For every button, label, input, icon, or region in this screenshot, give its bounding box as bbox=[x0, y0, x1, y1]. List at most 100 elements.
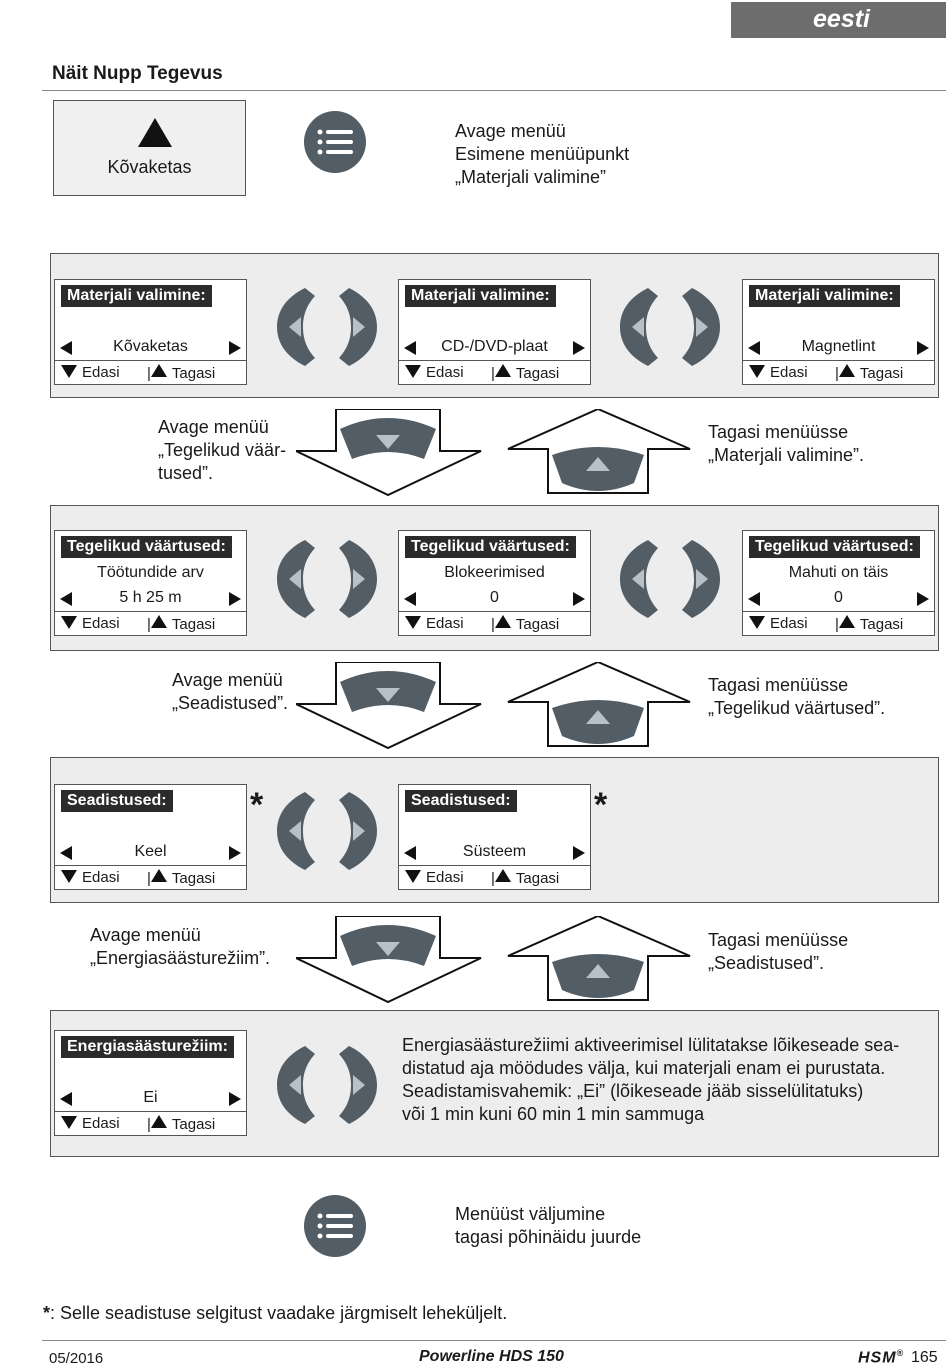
left-arrow-button-icon[interactable] bbox=[620, 538, 670, 620]
triangle-up-icon bbox=[150, 869, 167, 882]
tagasi-label: Tagasi bbox=[171, 616, 216, 633]
right-arrow-button-icon[interactable] bbox=[670, 538, 720, 620]
lcd-header: Seadistused: bbox=[405, 790, 517, 812]
edasi-label: Edasi bbox=[426, 869, 464, 886]
edasi-label: Edasi bbox=[770, 615, 808, 632]
left-right-buttons bbox=[277, 538, 377, 625]
intro-line: Avage menüü bbox=[455, 121, 566, 141]
menu-button-icon[interactable] bbox=[303, 110, 367, 174]
lcd-header: Materjali valimine: bbox=[61, 285, 212, 307]
left-arrow-button-icon[interactable] bbox=[277, 790, 327, 872]
transition-text-open: Avage menüü „Seadistused”. bbox=[172, 669, 288, 715]
tagasi-label: Tagasi bbox=[171, 1116, 216, 1133]
triangle-down-icon bbox=[61, 1116, 77, 1129]
lcd-line-2: Keel bbox=[134, 843, 167, 860]
right-arrow-button-icon[interactable] bbox=[327, 1044, 377, 1126]
left-arrow-button-icon[interactable] bbox=[277, 286, 327, 368]
tagasi-label: Tagasi bbox=[859, 616, 904, 633]
lcd-header: Tegelikud väärtused: bbox=[405, 536, 576, 558]
footer-divider bbox=[42, 1340, 946, 1341]
edasi-label: Edasi bbox=[82, 364, 120, 381]
lcd-footer: Edasi|Tagasi bbox=[399, 360, 590, 384]
lcd-footer: Edasi|Tagasi bbox=[55, 360, 246, 384]
edasi-label: Edasi bbox=[426, 615, 464, 632]
intro-text: Avage menüü Esimene menüüpunkt „Materjal… bbox=[455, 120, 629, 189]
lcd-header: Energiasäästurežiim: bbox=[61, 1036, 234, 1058]
right-arrow-button-icon[interactable] bbox=[327, 538, 377, 620]
down-arrow-button-icon[interactable] bbox=[340, 920, 436, 966]
transition-text-back: Tagasi menüüsse „Materjali valimine”. bbox=[708, 421, 864, 467]
footnote-star: * bbox=[250, 786, 264, 824]
lcd-footer: Edasi|Tagasi bbox=[55, 611, 246, 635]
separator: | bbox=[147, 870, 151, 887]
text-line: Tagasi menüüsse bbox=[708, 675, 849, 695]
lcd-line-2: CD-/DVD-plaat bbox=[441, 338, 548, 355]
text-line: Seadistamisvahemik: „Ei” (lõikeseade jää… bbox=[402, 1081, 864, 1101]
up-arrow-button-icon[interactable] bbox=[552, 704, 644, 744]
lcd-header: Tegelikud väärtused: bbox=[749, 536, 920, 558]
triangle-right-icon bbox=[917, 341, 929, 355]
triangle-up-icon bbox=[150, 1115, 167, 1128]
triangle-down-icon bbox=[405, 365, 421, 378]
energy-description: Energiasäästurežiimi aktiveerimisel lüli… bbox=[402, 1034, 899, 1126]
up-arrow-button-icon[interactable] bbox=[552, 958, 644, 998]
intro-line: „Materjali valimine” bbox=[455, 167, 607, 187]
down-arrow-button-icon[interactable] bbox=[340, 413, 436, 459]
lcd-line-2: Magnetlint bbox=[801, 338, 876, 355]
separator: | bbox=[491, 365, 495, 382]
triangle-up-icon bbox=[150, 615, 167, 628]
lcd-line-2: Ei bbox=[143, 1089, 158, 1106]
footnote-marker: * bbox=[43, 1303, 51, 1323]
separator: | bbox=[147, 1116, 151, 1133]
lcd-line-1: Töötundide arv bbox=[97, 564, 204, 581]
left-right-buttons bbox=[277, 790, 377, 877]
triangle-down-icon bbox=[749, 365, 765, 378]
display-text: Kõvaketas bbox=[107, 157, 192, 177]
title-divider bbox=[42, 90, 946, 91]
left-arrow-button-icon[interactable] bbox=[620, 286, 670, 368]
lcd-footer: Edasi | Tagasi bbox=[55, 1111, 246, 1135]
lcd-header: Tegelikud väärtused: bbox=[61, 536, 232, 558]
text-line: Avage menüü bbox=[172, 670, 283, 690]
edasi-label: Edasi bbox=[82, 1115, 120, 1132]
lcd-footer: Edasi|Tagasi bbox=[399, 865, 590, 889]
tagasi-label: Tagasi bbox=[859, 365, 904, 382]
brand-name: HSM bbox=[858, 1349, 897, 1367]
tagasi-label: Tagasi bbox=[171, 870, 216, 887]
text-line: tagasi põhinäidu juurde bbox=[455, 1227, 642, 1247]
left-arrow-button-icon[interactable] bbox=[277, 1044, 327, 1126]
separator: | bbox=[835, 365, 839, 382]
left-right-buttons bbox=[277, 1044, 377, 1131]
triangle-down-icon bbox=[61, 365, 77, 378]
text-line: „Tegelikud väärtused”. bbox=[708, 698, 886, 718]
tagasi-label: Tagasi bbox=[515, 616, 560, 633]
left-arrow-button-icon[interactable] bbox=[277, 538, 327, 620]
right-arrow-button-icon[interactable] bbox=[670, 286, 720, 368]
lcd-line-2: 0 bbox=[834, 589, 843, 606]
text-line: Avage menüü bbox=[90, 925, 201, 945]
up-arrow-button-icon[interactable] bbox=[552, 451, 644, 491]
right-arrow-button-icon[interactable] bbox=[327, 790, 377, 872]
right-arrow-button-icon[interactable] bbox=[327, 286, 377, 368]
text-line: „Seadistused”. bbox=[708, 953, 825, 973]
down-arrow-button-icon[interactable] bbox=[340, 666, 436, 712]
triangle-down-icon bbox=[61, 870, 77, 883]
lcd-line-2: Kõvaketas bbox=[113, 338, 188, 355]
transition-text-open: Avage menüü „Energiasäästurežiim”. bbox=[90, 924, 270, 970]
lcd-line-2: 5 h 25 m bbox=[119, 589, 182, 606]
menu-button-icon[interactable] bbox=[303, 1194, 367, 1258]
triangle-right-icon bbox=[573, 341, 585, 355]
lcd-line-1: Mahuti on täis bbox=[788, 564, 889, 581]
exit-text: Menüüst väljumine tagasi põhinäidu juurd… bbox=[455, 1203, 641, 1249]
footnote-star: * bbox=[594, 786, 608, 824]
triangle-left-icon bbox=[60, 846, 72, 860]
separator: | bbox=[835, 616, 839, 633]
lcd-footer: Edasi | Tagasi bbox=[743, 611, 934, 635]
lcd-screen-hours: Tegelikud väärtused: Töötundide arv 5 h 25… bbox=[54, 530, 247, 636]
text-line: distatud aja möödudes välja, kui materja… bbox=[402, 1058, 886, 1078]
page-number: 165 bbox=[911, 1349, 938, 1366]
